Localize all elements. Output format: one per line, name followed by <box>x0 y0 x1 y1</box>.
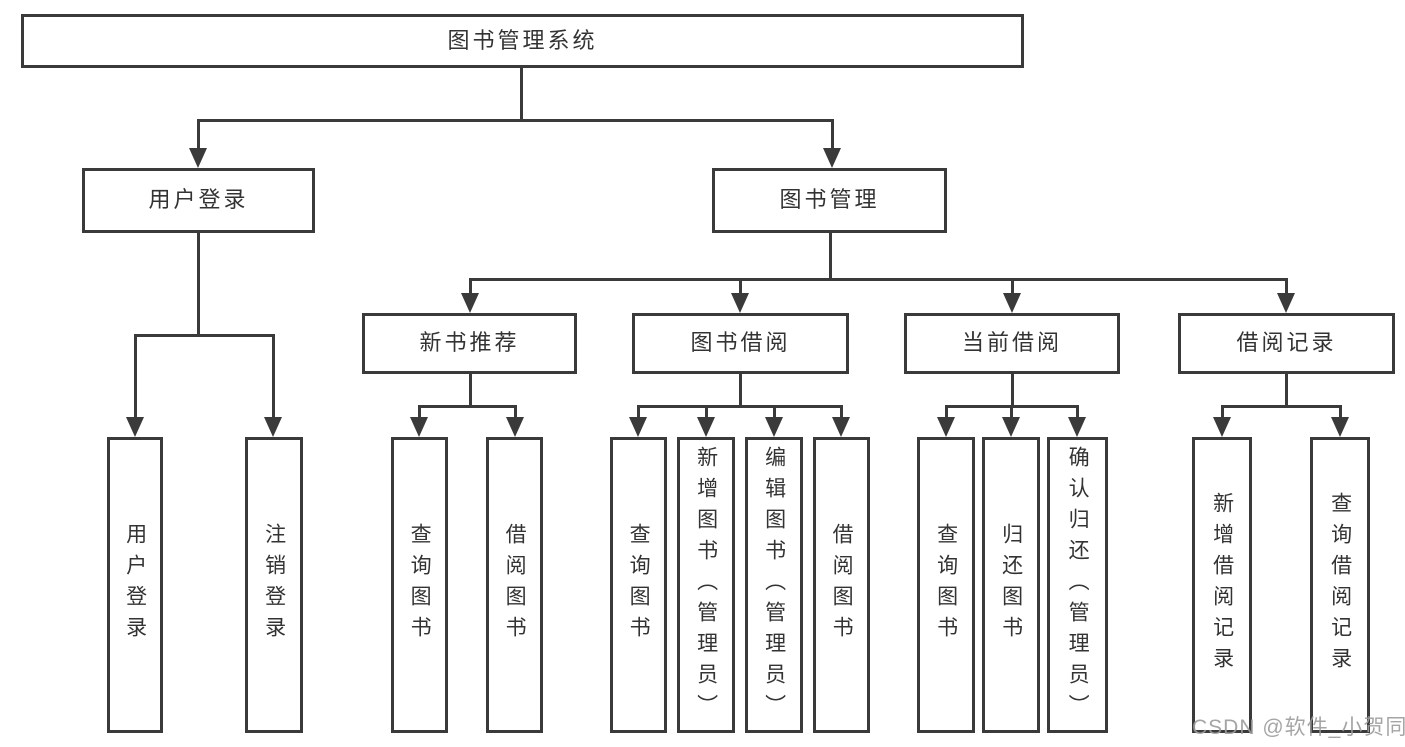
node-label-leaf-query-borrow-record: 查询借阅记录 <box>1328 492 1352 678</box>
new-book-branch-arrowhead-1 <box>506 417 524 437</box>
book-mgmt-branch-stem <box>828 233 832 279</box>
node-label-leaf-query-book-1: 查询图书 <box>408 523 432 647</box>
new-book-branch-stem <box>468 374 472 406</box>
node-leaf-query-book-3: 查询图书 <box>917 437 975 733</box>
new-book-branch-drop-0 <box>417 406 421 417</box>
node-leaf-query-borrow-record: 查询借阅记录 <box>1310 437 1370 733</box>
current-borrow-branch-drop-2 <box>1075 406 1079 417</box>
root-branch-arrowhead-0 <box>189 148 207 168</box>
node-leaf-add-borrow-record: 新增借阅记录 <box>1192 437 1252 733</box>
book-mgmt-branch-arrowhead-1 <box>731 293 749 313</box>
node-user-login: 用户登录 <box>82 168 315 233</box>
user-login-branch-rail <box>133 333 275 337</box>
node-label-leaf-return-book: 归还图书 <box>999 523 1023 647</box>
node-label-leaf-query-book-3: 查询图书 <box>934 523 958 647</box>
node-leaf-user-login: 用户登录 <box>107 437 163 733</box>
node-root: 图书管理系统 <box>21 14 1024 68</box>
user-login-branch-drop-0 <box>133 335 137 417</box>
book-borrow-branch-drop-3 <box>839 406 843 417</box>
node-leaf-add-book-admin: 新增图书（管理员） <box>677 437 735 733</box>
book-borrow-branch-drop-2 <box>772 406 776 417</box>
book-mgmt-branch-rail <box>468 277 1288 281</box>
new-book-branch-drop-1 <box>513 406 517 417</box>
borrow-record-branch-arrowhead-0 <box>1213 417 1231 437</box>
node-label-leaf-user-login: 用户登录 <box>123 523 147 647</box>
book-borrow-branch-rail <box>636 404 843 408</box>
node-leaf-query-book-1: 查询图书 <box>391 437 448 733</box>
root-branch-drop-0 <box>196 120 200 148</box>
node-label-root: 图书管理系统 <box>447 27 598 53</box>
book-borrow-branch-arrowhead-2 <box>765 417 783 437</box>
node-label-borrow-record: 借阅记录 <box>1236 330 1337 356</box>
book-borrow-branch-stem <box>738 374 742 406</box>
current-borrow-branch-drop-0 <box>944 406 948 417</box>
borrow-record-branch-drop-1 <box>1338 406 1342 417</box>
book-mgmt-branch-drop-0 <box>468 279 472 293</box>
borrow-record-branch-drop-0 <box>1220 406 1224 417</box>
node-label-leaf-edit-book-admin: 编辑图书（管理员） <box>762 446 786 725</box>
book-borrow-branch-arrowhead-1 <box>697 417 715 437</box>
user-login-branch-stem <box>196 233 200 335</box>
node-leaf-borrow-book-2: 借阅图书 <box>813 437 870 733</box>
node-leaf-query-book-2: 查询图书 <box>610 437 667 733</box>
current-borrow-branch-arrowhead-1 <box>1002 417 1020 437</box>
borrow-record-branch-stem <box>1284 374 1288 406</box>
node-label-book-management: 图书管理 <box>779 187 880 213</box>
book-mgmt-branch-drop-1 <box>738 279 742 293</box>
node-book-borrow: 图书借阅 <box>632 313 849 374</box>
node-label-leaf-borrow-book-1: 借阅图书 <box>503 523 527 647</box>
root-branch-stem <box>519 68 523 120</box>
new-book-branch-rail <box>417 404 517 408</box>
node-label-user-login: 用户登录 <box>148 187 249 213</box>
node-label-leaf-add-borrow-record: 新增借阅记录 <box>1210 492 1234 678</box>
node-label-leaf-query-book-2: 查询图书 <box>627 523 651 647</box>
new-book-branch-arrowhead-0 <box>410 417 428 437</box>
user-login-branch-arrowhead-1 <box>264 417 282 437</box>
borrow-record-branch-arrowhead-1 <box>1331 417 1349 437</box>
node-label-leaf-borrow-book-2: 借阅图书 <box>830 523 854 647</box>
current-borrow-branch-stem <box>1010 374 1014 406</box>
book-borrow-branch-arrowhead-3 <box>832 417 850 437</box>
book-mgmt-branch-arrowhead-2 <box>1003 293 1021 313</box>
current-borrow-branch-drop-1 <box>1009 406 1013 417</box>
book-borrow-branch-drop-1 <box>704 406 708 417</box>
user-login-branch-drop-1 <box>271 335 275 417</box>
book-mgmt-branch-drop-2 <box>1010 279 1014 293</box>
node-leaf-edit-book-admin: 编辑图书（管理员） <box>745 437 803 733</box>
node-label-current-borrow: 当前借阅 <box>961 330 1062 356</box>
node-borrow-record: 借阅记录 <box>1178 313 1395 374</box>
root-branch-rail <box>196 118 834 122</box>
node-book-management: 图书管理 <box>712 168 947 233</box>
book-borrow-branch-drop-0 <box>636 406 640 417</box>
book-mgmt-branch-drop-3 <box>1284 279 1288 293</box>
current-borrow-branch-arrowhead-0 <box>937 417 955 437</box>
node-label-book-borrow: 图书借阅 <box>690 330 791 356</box>
root-branch-drop-1 <box>830 120 834 148</box>
node-leaf-logout: 注销登录 <box>245 437 303 733</box>
node-label-leaf-logout: 注销登录 <box>262 523 286 647</box>
watermark: CSDN @软件_小贺同学 <box>1192 716 1405 739</box>
borrow-record-branch-rail <box>1220 404 1342 408</box>
node-label-leaf-add-book-admin: 新增图书（管理员） <box>694 446 718 725</box>
node-label-leaf-confirm-return: 确认归还（管理员） <box>1066 446 1090 725</box>
node-label-new-book-recommend: 新书推荐 <box>419 330 520 356</box>
book-borrow-branch-arrowhead-0 <box>629 417 647 437</box>
node-new-book-recommend: 新书推荐 <box>362 313 577 374</box>
current-borrow-branch-arrowhead-2 <box>1068 417 1086 437</box>
node-leaf-confirm-return: 确认归还（管理员） <box>1047 437 1108 733</box>
node-leaf-return-book: 归还图书 <box>982 437 1040 733</box>
root-branch-arrowhead-1 <box>823 148 841 168</box>
book-mgmt-branch-arrowhead-3 <box>1277 293 1295 313</box>
node-leaf-borrow-book-1: 借阅图书 <box>486 437 543 733</box>
book-mgmt-branch-arrowhead-0 <box>461 293 479 313</box>
node-current-borrow: 当前借阅 <box>904 313 1120 374</box>
user-login-branch-arrowhead-0 <box>126 417 144 437</box>
